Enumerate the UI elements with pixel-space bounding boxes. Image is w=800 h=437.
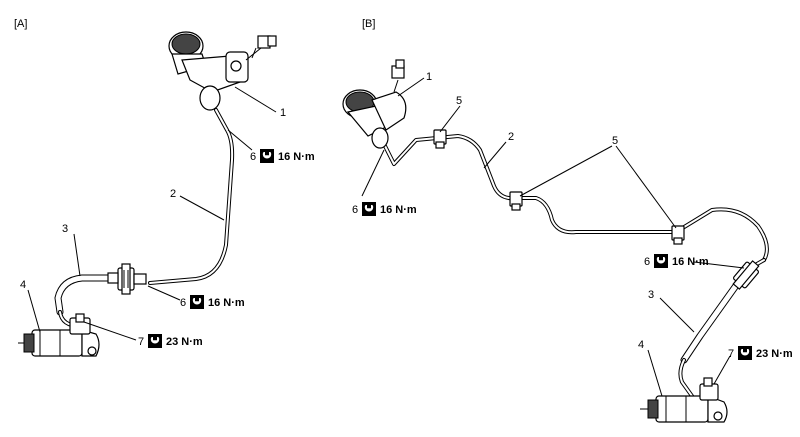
panel-a-callout-3: 3: [62, 223, 68, 235]
torque-wrench-icon: [148, 334, 162, 348]
panel-a-torque-callout-mid: 6 16 N·m: [180, 295, 245, 309]
panel-b-torque-callout-right: 6 16 N·m: [644, 254, 709, 268]
panel-b-leader-7: [713, 355, 731, 385]
panel-b-callout-5a: 5: [456, 95, 462, 107]
panel-b-leader-6a: [361, 149, 385, 197]
panel-b-master-cylinder: [342, 59, 407, 149]
panel-b-leader-2: [483, 141, 507, 169]
panel-b: [B]: [342, 18, 793, 423]
panel-b-clamps: [433, 129, 685, 245]
panel-b-torque-6b: 16 N·m: [672, 256, 709, 268]
panel-a-callout-6a: 6: [250, 151, 256, 163]
panel-a-torque-callout-bottom: 7 23 N·m: [138, 334, 203, 348]
panel-b-leader-6b: [693, 261, 745, 269]
torque-wrench-icon: [654, 254, 668, 268]
panel-b-leader-3: [659, 297, 695, 333]
panel-b-callout-7: 7: [728, 348, 734, 360]
panel-b-callout-5b: 5: [612, 135, 618, 147]
panel-b-callout-2: 2: [508, 131, 514, 143]
panel-a-torque-6a: 16 N·m: [278, 151, 315, 163]
panel-b-leader-1: [397, 77, 425, 97]
panel-b-torque-6a: 16 N·m: [380, 204, 417, 216]
panel-a: [A]: [14, 18, 315, 357]
torque-wrench-icon: [738, 346, 752, 360]
panel-b-torque-7: 23 N·m: [756, 348, 793, 360]
panel-b-label: [B]: [362, 18, 375, 30]
panel-a-leader-4: [27, 289, 41, 333]
torque-wrench-icon: [260, 149, 274, 163]
panel-b-union-joint: [732, 260, 760, 290]
panel-a-leader-3: [73, 233, 81, 277]
panel-b-leader-5a: [439, 105, 461, 133]
panel-a-leader-7: [83, 321, 137, 341]
panel-a-callout-4: 4: [20, 279, 26, 291]
panel-a-release-cylinder: [18, 313, 100, 357]
panel-b-pipe-2: [380, 134, 769, 262]
panel-a-callout-6b: 6: [180, 297, 186, 309]
torque-wrench-icon: [190, 295, 204, 309]
panel-b-torque-callout-bottom: 7 23 N·m: [728, 346, 793, 360]
panel-b-leader-5c: [615, 145, 677, 229]
panel-a-master-cylinder: [168, 31, 277, 111]
panel-b-release-cylinder: [640, 377, 728, 423]
panel-a-label: [A]: [14, 18, 27, 30]
panel-a-leader-2: [179, 195, 225, 221]
panel-b-torque-callout-left: 6 16 N·m: [352, 202, 417, 216]
panel-b-callout-4: 4: [638, 339, 644, 351]
panel-a-leader-6b: [147, 285, 181, 301]
panel-a-leader-1: [234, 86, 277, 113]
torque-wrench-icon: [362, 202, 376, 216]
panel-b-callout-1: 1: [426, 71, 432, 83]
panel-b-callout-3: 3: [648, 289, 654, 301]
panel-b-callout-6a: 6: [352, 204, 358, 216]
panel-b-leader-5b: [519, 145, 613, 197]
panel-a-torque-6b: 16 N·m: [208, 297, 245, 309]
panel-a-callout-1: 1: [280, 107, 286, 119]
panel-a-hose-3: [54, 274, 122, 328]
panel-a-callout-7: 7: [138, 336, 144, 348]
panel-b-leader-4: [647, 349, 663, 397]
panel-a-callout-2: 2: [170, 188, 176, 200]
panel-a-torque-callout-top: 6 16 N·m: [250, 149, 315, 163]
panel-a-torque-7: 23 N·m: [166, 336, 203, 348]
panel-b-callout-6b: 6: [644, 256, 650, 268]
panel-a-leader-6a: [227, 129, 253, 151]
panel-a-pipe-2: [148, 108, 235, 285]
panel-a-union-joint: [107, 263, 147, 295]
